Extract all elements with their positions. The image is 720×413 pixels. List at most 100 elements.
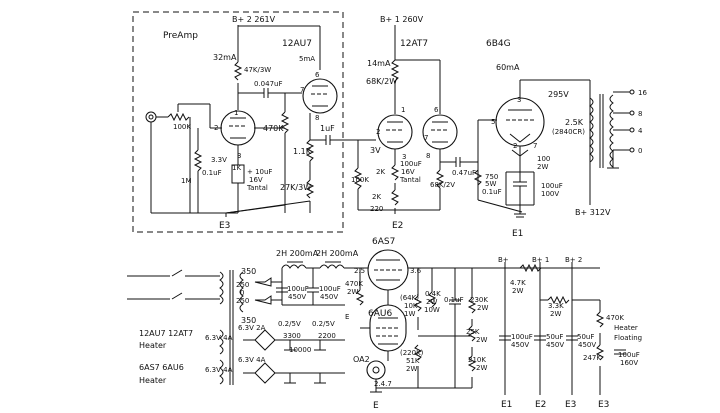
label-4-7k: 4.7K bbox=[510, 279, 526, 287]
tube-oa2 bbox=[366, 360, 386, 380]
bridge-rectifier-2 bbox=[254, 362, 276, 384]
tap-0: 0 bbox=[638, 147, 642, 155]
label-floating: Floating bbox=[614, 334, 642, 342]
svg-text:1: 1 bbox=[234, 109, 238, 117]
tag-e3-b: E3 bbox=[598, 400, 609, 410]
tag-e2: E2 bbox=[535, 400, 546, 410]
label-100k-pot: 100K bbox=[173, 123, 191, 131]
ground-e1: E1 bbox=[512, 229, 523, 239]
label-60ma: 60mA bbox=[496, 63, 520, 72]
label-247: 2.4.7 bbox=[374, 380, 392, 388]
label-350b: 350 bbox=[241, 316, 256, 325]
tap-4: 4 bbox=[638, 127, 643, 135]
svg-text:7: 7 bbox=[300, 86, 304, 94]
label-100-2w: 100 bbox=[537, 155, 550, 163]
choke-2 bbox=[319, 264, 345, 269]
tube-6as7 bbox=[367, 249, 409, 291]
label-0047uf: 0.047uF bbox=[254, 80, 283, 88]
label-450v-f2: 450V bbox=[320, 293, 338, 301]
label-04k: 0.4K bbox=[425, 290, 441, 298]
ground-e2: E2 bbox=[392, 221, 403, 231]
label-01uf-out: 0.1uF bbox=[482, 188, 502, 196]
ground-e3-preamp: E3 bbox=[219, 221, 230, 231]
svg-text:6: 6 bbox=[434, 106, 439, 114]
label-16v-drv: 16V bbox=[401, 168, 415, 176]
label-10uf: + 10uF bbox=[247, 168, 272, 176]
label-10w: 10W bbox=[424, 306, 440, 314]
label-10k: 10K bbox=[404, 302, 418, 310]
label-htr-v3: 6.3V 2A bbox=[238, 324, 266, 332]
label-3-3k-2w: 2W bbox=[550, 310, 561, 318]
tube-12au7-b bbox=[302, 78, 338, 114]
label-1w: 1W bbox=[404, 310, 415, 318]
label-100k-grid: 100K bbox=[351, 176, 369, 184]
label-1uf: 1uF bbox=[320, 124, 335, 133]
label-htr2b: Heater bbox=[139, 376, 167, 385]
label-tantal: Tantal bbox=[246, 184, 268, 192]
label-6b4g: 6B4G bbox=[486, 39, 511, 49]
label-2k: 2K bbox=[376, 168, 385, 176]
label-51k-2w: 2W bbox=[406, 365, 417, 373]
label-100uf-f1: 100uF bbox=[287, 285, 309, 293]
ground-e-psu: E bbox=[373, 401, 379, 411]
tap-16: 16 bbox=[638, 89, 647, 97]
tube-12at7-b bbox=[422, 114, 458, 150]
label-250: 250 bbox=[236, 281, 249, 289]
label-1k: 1K bbox=[232, 164, 241, 172]
label-100uf-drv: 100uF bbox=[400, 160, 422, 168]
label-47k-3w: 47K/3W bbox=[244, 66, 271, 74]
label-51k: 51K bbox=[406, 357, 420, 365]
bridge-rectifier-1 bbox=[254, 329, 276, 351]
label-295v: 295V bbox=[548, 90, 569, 99]
label-5ma: 5mA bbox=[299, 55, 315, 63]
label-e-6au6: E bbox=[345, 313, 349, 321]
label-14ma: 14mA bbox=[367, 59, 391, 68]
label-25k: 25K bbox=[466, 328, 480, 336]
svg-text:8: 8 bbox=[315, 114, 319, 122]
label-470k-pot: 470K bbox=[345, 280, 363, 288]
resistor-47k bbox=[233, 61, 243, 81]
label-100uf-b1: 100uF bbox=[511, 333, 533, 341]
label-50uf-2: 50uF bbox=[577, 333, 594, 341]
label-tantal-drv: Tantal bbox=[399, 176, 421, 184]
label-2-5k: 2.5K bbox=[565, 118, 584, 127]
label-heater-h: Heater bbox=[614, 324, 638, 332]
label-01uf: 0.1uF bbox=[202, 169, 222, 177]
label-oa2: OA2 bbox=[353, 355, 370, 364]
label-b-312v: B+ 312V bbox=[575, 208, 611, 217]
label-450v-b3: 450V bbox=[578, 341, 596, 349]
label-bplus1: B+ 1 bbox=[532, 256, 549, 264]
label-12at7: 12AT7 bbox=[400, 39, 428, 49]
output-transformer bbox=[589, 94, 614, 180]
label-bplus: B+ bbox=[498, 256, 509, 264]
label-1m: 1M bbox=[181, 177, 192, 185]
choke-1 bbox=[281, 264, 307, 269]
label-450v-b1: 450V bbox=[511, 341, 529, 349]
label-2w: 2W bbox=[537, 163, 548, 171]
label-68k-2v: 68K/2V bbox=[430, 181, 455, 189]
tube-6b4g bbox=[495, 97, 545, 147]
label-02-5v: 0.2/5V bbox=[278, 320, 301, 328]
label-350: 350 bbox=[241, 267, 256, 276]
label-64k: (64K) bbox=[400, 294, 419, 302]
svg-text:2: 2 bbox=[376, 128, 380, 136]
label-3-3v: 3.3V bbox=[211, 156, 227, 164]
label-047uf: 0.47uF bbox=[452, 169, 476, 177]
label-htr-v1: 6.3V 4A bbox=[205, 334, 233, 342]
label-htr-v2: 6.3V 4A bbox=[205, 366, 233, 374]
label-68k-2w: 68K/2W bbox=[366, 77, 397, 86]
label-470k-2w: 2W bbox=[347, 288, 358, 296]
label-12au7: 12AU7 bbox=[282, 39, 312, 49]
label-htr1: 12AU7 12AT7 bbox=[139, 329, 193, 338]
label-2200: 2200 bbox=[318, 332, 336, 340]
svg-text:3: 3 bbox=[402, 153, 406, 161]
label-470k-h: 470K bbox=[606, 314, 624, 322]
svg-text:5: 5 bbox=[491, 118, 495, 126]
label-htr2: 6AS7 6AU6 bbox=[139, 363, 184, 372]
label-230k: 230K bbox=[470, 296, 488, 304]
label-160v: 160V bbox=[620, 359, 638, 367]
input-jack bbox=[145, 111, 157, 123]
label-230k-2w: 2W bbox=[477, 304, 488, 312]
